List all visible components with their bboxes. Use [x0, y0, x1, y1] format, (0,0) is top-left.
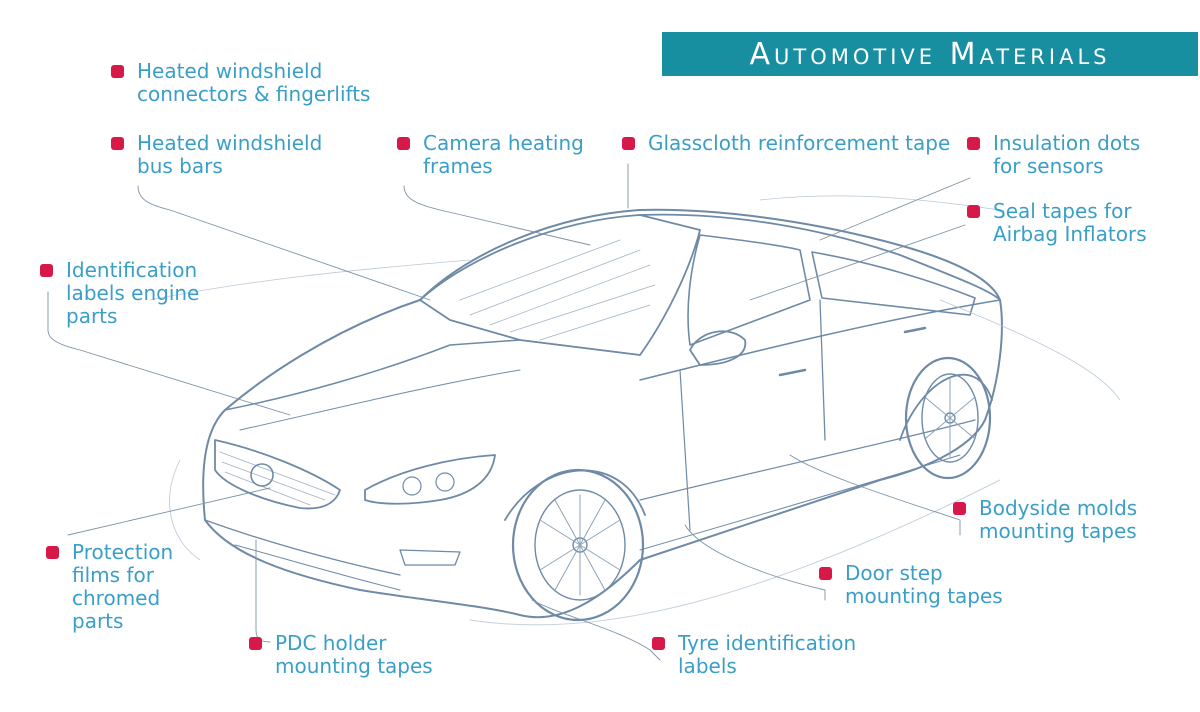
label-heated-windshield-bus-bars: Heated windshield bus bars [111, 131, 323, 178]
side-window-rear [811, 251, 976, 316]
label-camera-heating-frames: Camera heating frames [397, 131, 584, 178]
bullet-marker [111, 137, 124, 150]
title-banner: Automotive Materials [662, 32, 1198, 76]
label-line: Door step [845, 561, 943, 585]
label-line: mounting tapes [275, 654, 433, 678]
label-bodyside-molds: Bodyside molds mounting tapes [953, 496, 1138, 543]
page-title: Automotive Materials [749, 36, 1111, 72]
leader-lines [47, 163, 971, 661]
label-line: mounting tapes [845, 584, 1003, 608]
label-glasscloth-reinforcement-tape: Glasscloth reinforcement tape [622, 131, 951, 155]
bullet-marker [40, 264, 53, 277]
label-line: Bodyside molds [979, 496, 1138, 520]
label-seal-tapes-airbag: Seal tapes for Airbag Inflators [967, 199, 1147, 246]
label-line: Seal tapes for [993, 199, 1132, 223]
label-line: frames [423, 154, 493, 178]
label-line: Heated windshield [137, 59, 323, 83]
label-line: for sensors [993, 154, 1104, 178]
bullet-marker [967, 205, 980, 218]
label-line: Insulation dots [993, 131, 1141, 155]
label-line: Protection [72, 540, 174, 564]
bullet-marker [397, 137, 410, 150]
label-line: Camera heating [423, 131, 584, 155]
label-heated-windshield-connectors: Heated windshield connectors & fingerlif… [111, 59, 371, 106]
bullet-marker [953, 502, 966, 515]
label-identification-labels-engine: Identification labels engine parts [40, 258, 200, 328]
label-line: parts [72, 609, 124, 633]
label-line: PDC holder [275, 631, 387, 655]
front-wheel [511, 468, 645, 622]
car-body-outline [202, 208, 1003, 619]
side-window-front [687, 234, 811, 346]
label-line: Heated windshield [137, 131, 323, 155]
bullet-marker [249, 637, 262, 650]
bullet-marker [111, 65, 124, 78]
label-insulation-dots: Insulation dots for sensors [967, 131, 1141, 178]
label-protection-films: Protection films for chromed parts [46, 540, 174, 633]
fog-light [399, 549, 461, 566]
label-line: labels engine [66, 281, 200, 305]
label-line: films for [72, 563, 154, 587]
label-line: Airbag Inflators [993, 222, 1147, 246]
label-line: mounting tapes [979, 519, 1137, 543]
rear-wheel [904, 356, 992, 480]
label-line: chromed [72, 586, 161, 610]
bullet-marker [967, 137, 980, 150]
headlight [364, 454, 496, 505]
bullet-marker [819, 567, 832, 580]
bullet-marker [46, 546, 59, 559]
label-line: parts [66, 304, 118, 328]
label-line: connectors & fingerlifts [137, 82, 371, 106]
bullet-marker [622, 137, 635, 150]
label-line: Identification [66, 258, 198, 282]
label-line: labels [678, 654, 737, 678]
side-mirror [689, 330, 747, 366]
label-pdc-holder: PDC holder mounting tapes [249, 631, 433, 678]
label-line: Glasscloth reinforcement tape [648, 131, 951, 155]
label-door-step: Door step mounting tapes [819, 561, 1003, 608]
label-line: Tyre identification [678, 631, 857, 655]
bullet-marker [652, 637, 665, 650]
label-tyre-identification: Tyre identification labels [652, 631, 857, 678]
label-line: bus bars [137, 154, 223, 178]
front-badge [250, 463, 274, 487]
front-grille [214, 439, 341, 510]
